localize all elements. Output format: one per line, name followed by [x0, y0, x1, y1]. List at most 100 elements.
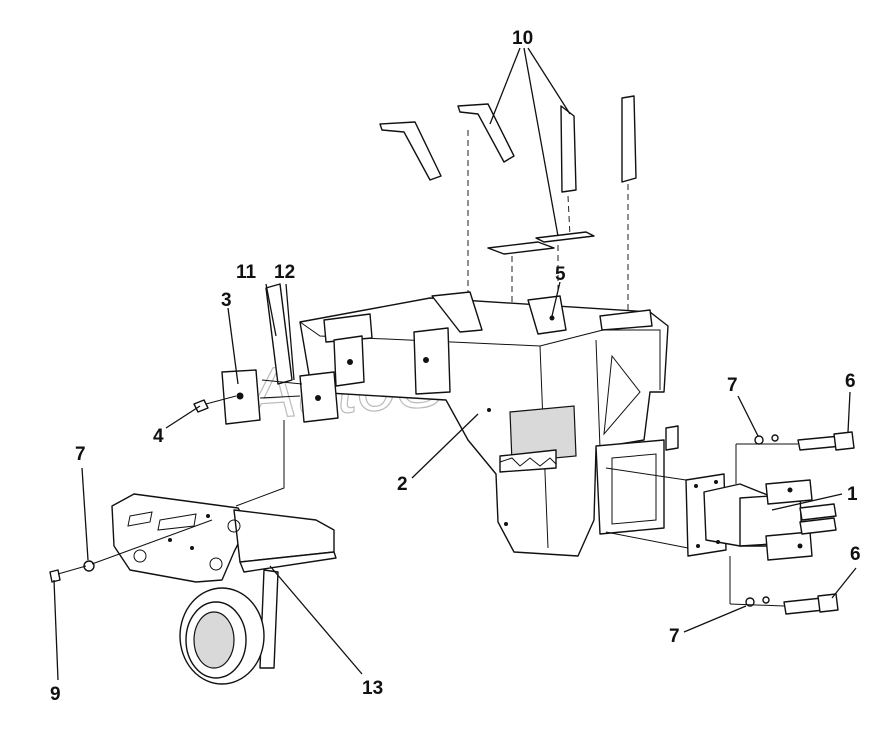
callout-7-bottom: 7 — [669, 626, 680, 647]
bracket-alignment-line — [235, 420, 285, 507]
leader-lines — [53, 47, 857, 681]
frame-lower-box — [595, 439, 665, 535]
wear-plate-1 — [379, 121, 442, 181]
cap-bolt-2 — [797, 543, 803, 549]
wear-plate-2 — [457, 103, 515, 163]
flange-hole-2 — [714, 480, 718, 484]
fastener-right-group — [729, 431, 855, 615]
fastener-alignment-line — [91, 519, 213, 565]
callout-3: 3 — [221, 290, 232, 311]
callout-labels: 10 5 11 12 3 4 2 1 7 6 6 7 7 9 13 — [50, 28, 861, 705]
washer-top-2 — [771, 434, 779, 442]
pivot-fork-upper — [799, 503, 837, 521]
callout-4: 4 — [153, 426, 164, 447]
bracket-hole-2 — [209, 557, 223, 571]
washer-7-left — [83, 560, 95, 572]
fastener-left-group — [49, 519, 213, 583]
bolt-9 — [49, 569, 61, 583]
callout-1: 1 — [847, 484, 858, 505]
leader-10-b — [523, 47, 559, 237]
frame-hole — [487, 408, 491, 412]
frame-bolt-3 — [549, 315, 555, 321]
frame-ear-right — [599, 309, 653, 331]
bolt-6-bottom-head — [817, 593, 839, 613]
callout-12: 12 — [274, 262, 295, 283]
frame-lower-box-inner — [611, 453, 657, 525]
callout-6-bottom: 6 — [850, 544, 861, 565]
callout-9: 9 — [50, 684, 61, 705]
slewing-ring-inner — [193, 611, 235, 669]
washer-bottom-2 — [762, 596, 770, 604]
callout-11: 11 — [236, 262, 257, 283]
frame-bolt-1 — [423, 357, 429, 363]
plate-connection-lines — [259, 379, 303, 399]
leader-6-top — [847, 391, 851, 433]
bracket-arm-side — [239, 551, 337, 573]
leader-10-a — [489, 47, 521, 125]
leader-11 — [265, 283, 277, 337]
frame-tab-teeth — [499, 457, 557, 467]
washer-7-bottom — [745, 597, 755, 607]
frame-side-lug — [665, 425, 679, 451]
frame-top-bracket-2 — [527, 295, 567, 335]
leader-1 — [771, 493, 843, 511]
leader-6-bottom — [831, 567, 857, 599]
frame-ear-left — [323, 313, 373, 343]
bracket-plate — [111, 493, 249, 583]
mounting-plates-group — [221, 283, 339, 425]
wear-pad-2 — [535, 231, 595, 243]
callout-6-top: 6 — [845, 371, 856, 392]
leader-3 — [227, 307, 239, 385]
bolt-4-head — [193, 399, 209, 413]
frame-body — [299, 297, 669, 557]
wear-pad-1 — [487, 241, 555, 255]
leader-10-c — [527, 47, 571, 115]
bolt-4-axis — [205, 395, 237, 405]
callout-7-top: 7 — [727, 375, 738, 396]
wear-plate-3 — [560, 105, 577, 193]
frame-mount-plate-2 — [413, 327, 451, 395]
alignment-line-4 — [567, 195, 571, 237]
bolt-9-axis — [57, 565, 87, 575]
wear-plates-group — [379, 95, 637, 318]
leader-12 — [285, 283, 295, 381]
wear-plate-4 — [621, 95, 637, 183]
main-frame — [299, 291, 679, 557]
bolt-6-bottom-axis — [729, 603, 785, 607]
leader-9 — [53, 579, 59, 681]
plate-12-bolt — [315, 395, 321, 401]
pivot-fork-lower — [799, 517, 837, 535]
washer-7-top — [754, 435, 764, 445]
leader-7-left — [81, 467, 89, 561]
flange-hole-3 — [696, 544, 700, 548]
bracket-dot-2 — [168, 538, 172, 542]
callout-10: 10 — [512, 28, 533, 49]
bracket-hole-1 — [227, 519, 241, 533]
leader-7-top — [737, 395, 759, 437]
callout-2: 2 — [397, 474, 408, 495]
leader-5 — [551, 281, 561, 317]
leader-13 — [269, 565, 363, 675]
flange-hole-1 — [694, 484, 698, 488]
callout-5: 5 — [555, 264, 566, 285]
bracket-assembly-13 — [111, 420, 337, 685]
bracket-dot-3 — [190, 546, 194, 550]
frame-hole-lower — [504, 522, 508, 526]
leader-7-bottom — [683, 605, 747, 633]
pivot-cap-bottom — [765, 531, 813, 561]
flange-hole-4 — [716, 540, 720, 544]
bolt-4 — [193, 395, 237, 413]
frame-bolt-2 — [347, 359, 353, 365]
frame-tab — [499, 449, 557, 473]
bracket-arm-top — [233, 509, 335, 563]
pivot-alignment-lines — [605, 467, 689, 549]
bracket-11 — [265, 283, 293, 385]
leader-2 — [411, 413, 479, 479]
bracket-slot-1 — [127, 511, 153, 527]
mount-plate-3-bolt — [236, 392, 244, 400]
frame-side-panel — [595, 329, 661, 449]
bracket-slot-2 — [157, 513, 197, 531]
frame-side-cutout — [603, 354, 641, 436]
cap-bolt-1 — [787, 487, 793, 493]
callout-7-left: 7 — [75, 444, 86, 465]
